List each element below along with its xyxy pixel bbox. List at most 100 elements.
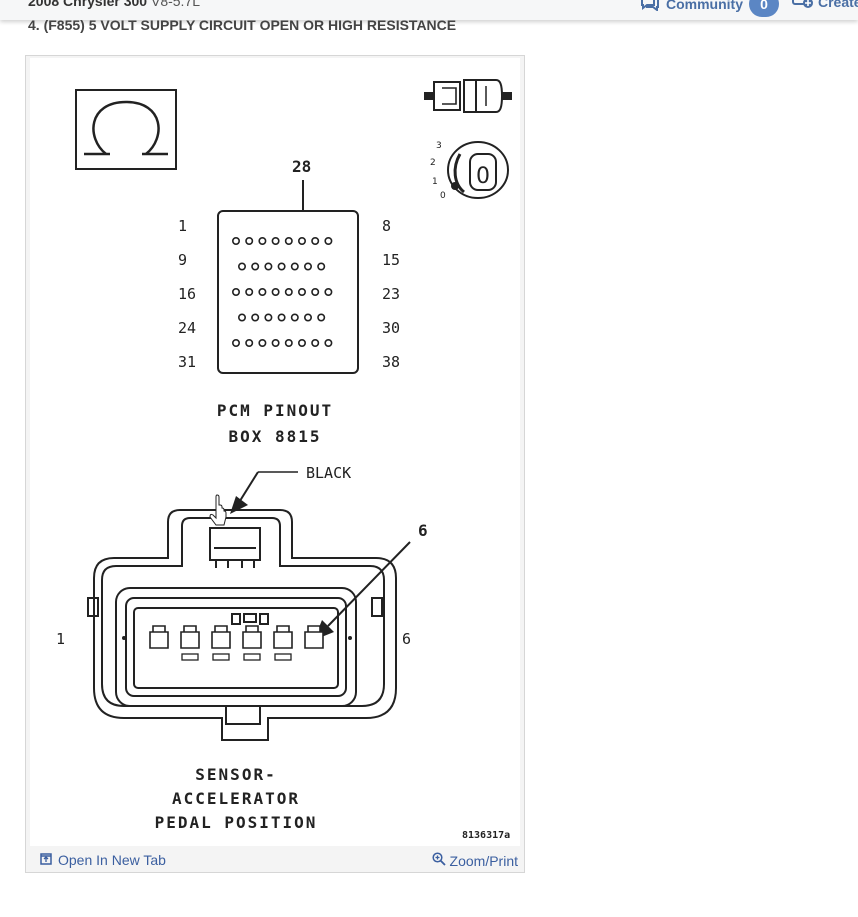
pcm-pin — [271, 338, 280, 347]
key-position-label: 1 — [432, 177, 438, 187]
open-new-tab-icon — [40, 852, 52, 868]
sensor-slot — [181, 653, 199, 661]
pcm-pin — [264, 262, 273, 271]
sensor-pin-row — [149, 625, 324, 661]
connector-pin-6-label: 6 — [402, 630, 411, 648]
vehicle-engine: V8-5.7L — [150, 0, 201, 9]
pcm-pin — [271, 237, 280, 246]
svg-text:0: 0 — [476, 164, 490, 189]
pcm-pin — [324, 338, 333, 347]
pcm-pin — [245, 237, 254, 246]
connector-pin-callout: 6 — [418, 521, 428, 540]
pcm-pin — [232, 237, 241, 246]
pin-row-label-left: 24 — [178, 319, 196, 337]
figure-code: 8136317a — [462, 830, 510, 841]
pcm-pin — [232, 288, 241, 297]
sensor-terminal — [180, 625, 200, 649]
pcm-pin — [284, 338, 293, 347]
open-new-tab-link[interactable]: Open In New Tab — [40, 852, 166, 868]
pin-row-label-right: 23 — [382, 285, 400, 303]
pcm-pin — [251, 262, 260, 271]
pcm-pin — [258, 237, 267, 246]
pcm-pin — [311, 338, 320, 347]
chat-icon — [640, 0, 660, 14]
pin-row-label-left: 9 — [178, 251, 187, 269]
pcm-pin — [277, 262, 286, 271]
zoom-print-label: Zoom/Print — [449, 852, 518, 869]
pin-row-label-left: 16 — [178, 285, 196, 303]
pcm-pin — [317, 313, 326, 322]
sensor-connector — [87, 509, 397, 741]
sensor-title-line: PEDAL POSITION — [155, 813, 318, 832]
pin-row-label-right: 8 — [382, 217, 391, 235]
sensor-terminal — [242, 625, 262, 649]
pcm-pin — [264, 313, 273, 322]
pcm-pin — [324, 288, 333, 297]
pin-callout-label: 28 — [292, 157, 311, 176]
ignition-off-icon: 3 2 1 0 0 — [430, 141, 509, 201]
pcm-pin — [311, 288, 320, 297]
sensor-slot — [243, 653, 261, 661]
pin-row-label-right: 15 — [382, 251, 400, 269]
pinout-title: PCM PINOUT — [217, 401, 333, 420]
pcm-pin — [284, 288, 293, 297]
connector-color-label: BLACK — [306, 464, 351, 482]
pcm-pin — [277, 313, 286, 322]
create-button[interactable]: Create — [792, 0, 858, 12]
sensor-slot — [212, 653, 230, 661]
pin-row-label-right: 38 — [382, 353, 400, 371]
sensor-terminal — [149, 625, 169, 649]
figure-footer: Open In New Tab Zoom/Print — [26, 848, 524, 872]
color-callout-arrow — [230, 471, 298, 514]
pcm-pin — [297, 237, 306, 246]
disconnected-connector-icon — [424, 79, 512, 113]
create-icon — [792, 0, 814, 12]
community-count-badge: 0 — [749, 0, 779, 17]
pcm-pin — [245, 288, 254, 297]
connector-latch — [348, 636, 352, 640]
sensor-title-line: SENSOR- — [195, 765, 276, 784]
pcm-pin — [245, 338, 254, 347]
pcm-pin-grid — [232, 237, 333, 347]
key-position-label: 0 — [440, 191, 446, 201]
pcm-pin — [324, 237, 333, 246]
pcm-pin — [297, 288, 306, 297]
pcm-pin — [297, 338, 306, 347]
pcm-pin — [258, 288, 267, 297]
pcm-pin — [284, 237, 293, 246]
wiring-diagram: 3 2 1 0 0 28 1 9 1 — [30, 58, 520, 846]
sensor-terminal — [304, 625, 324, 649]
community-label: Community — [666, 0, 743, 12]
sensor-slot — [274, 653, 292, 661]
create-label: Create — [818, 0, 858, 10]
sensor-terminal — [273, 625, 293, 649]
sensor-terminal — [211, 625, 231, 649]
key-position-label: 2 — [430, 158, 436, 168]
key-position-label: 3 — [436, 141, 442, 151]
vehicle-name: 2008 Chrysler 300 — [28, 0, 148, 9]
zoom-print-link[interactable]: Zoom/Print — [431, 852, 518, 869]
sensor-title-line: ACCELERATOR — [172, 789, 300, 808]
hand-cursor-icon — [209, 494, 227, 526]
pcm-pin — [290, 262, 299, 271]
zoom-in-icon — [431, 852, 446, 869]
pin-row-label-left: 1 — [178, 217, 187, 235]
connector-pin-1-label: 1 — [56, 630, 65, 648]
community-button[interactable]: Community 0 — [640, 0, 779, 17]
pinout-subtitle: BOX 8815 — [228, 427, 321, 446]
pcm-pin — [317, 262, 326, 271]
pin-row-label-left: 31 — [178, 353, 196, 371]
pcm-pin — [258, 338, 267, 347]
pin-row-label-right: 30 — [382, 319, 400, 337]
pcm-pin — [232, 338, 241, 347]
pcm-pin — [271, 288, 280, 297]
connector-latch — [122, 636, 126, 640]
step-title: 4. (F855) 5 VOLT SUPPLY CIRCUIT OPEN OR … — [28, 17, 457, 33]
pcm-pin — [303, 262, 312, 271]
diagram-figure: 3 2 1 0 0 28 1 9 1 — [25, 55, 525, 873]
vehicle-breadcrumb[interactable]: 2008 Chrysler 300 V8-5.7L — [28, 0, 200, 9]
pcm-pin — [303, 313, 312, 322]
pcm-pin — [311, 237, 320, 246]
pcm-pin — [290, 313, 299, 322]
top-bar: 2008 Chrysler 300 V8-5.7L Community 0 Cr… — [0, 0, 858, 20]
